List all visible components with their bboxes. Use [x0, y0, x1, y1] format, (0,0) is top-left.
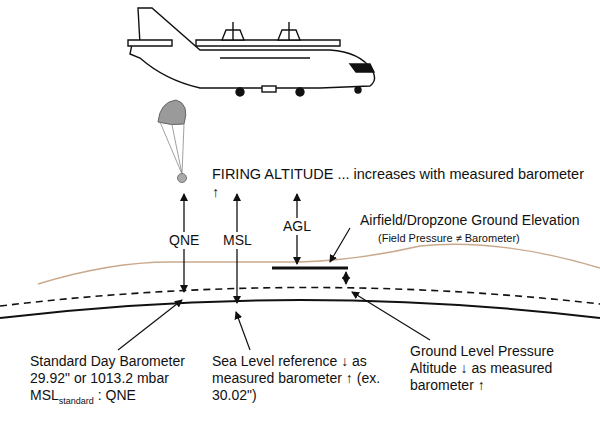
qne-text: : QNE	[98, 387, 136, 403]
aircraft	[128, 8, 375, 96]
altitude-label: QNE	[167, 232, 201, 249]
pressure-altitude-curve	[0, 287, 600, 306]
runway	[272, 267, 348, 270]
leader-line	[330, 228, 350, 262]
standard-label: Standard Day Barometer 29.92" or 1013.2 …	[30, 353, 208, 387]
altitude-label: MSL	[221, 232, 254, 249]
leader-line	[118, 300, 182, 350]
elevation-gap-arrow	[345, 272, 346, 284]
msl-text: MSL	[30, 387, 59, 403]
sea-level-label: Sea Level reference ↓ as measured barome…	[212, 353, 394, 404]
subscript-text: standard	[59, 396, 94, 406]
sea-level-curve	[0, 300, 600, 318]
title-label: FIRING ALTITUDE ... increases with measu…	[212, 166, 592, 201]
parachute	[158, 100, 187, 183]
airfield-label: Airfield/Dropzone Ground Elevation	[360, 212, 596, 229]
leader-line	[352, 292, 430, 340]
terrain-curve	[38, 244, 600, 284]
leader-line	[236, 312, 250, 350]
ground-level-label: Ground Level Pressure Altitude ↓ as meas…	[410, 343, 592, 394]
altitude-label: AGL	[281, 218, 313, 235]
msl-standard-line: MSLstandard : QNE	[30, 387, 136, 406]
airfield-note: (Field Pressure ≠ Barometer)	[378, 231, 578, 245]
